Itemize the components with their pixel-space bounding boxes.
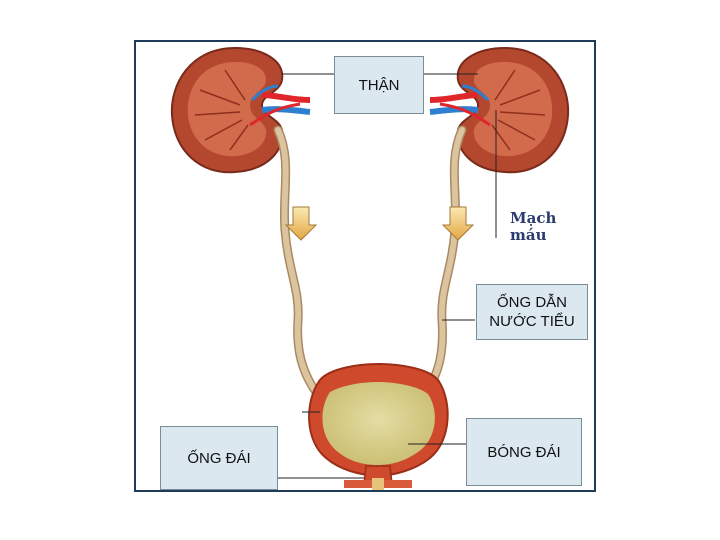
blood-vessel-label-line1: Mạch bbox=[510, 210, 556, 227]
bladder-label-text: BÓNG ĐÁI bbox=[487, 443, 560, 462]
ureter-label-line2: NƯỚC TIỂU bbox=[489, 312, 574, 331]
right-kidney bbox=[430, 48, 568, 172]
blood-vessel-label-line2: máu bbox=[510, 227, 556, 244]
bladder bbox=[309, 364, 448, 490]
kidney-label: THẬN bbox=[334, 56, 424, 114]
down-arrow-icon bbox=[443, 207, 473, 240]
urethra-label-text: ỐNG ĐÁI bbox=[187, 449, 250, 468]
ureter-label: ỐNG DẪN NƯỚC TIỂU bbox=[476, 284, 588, 340]
left-kidney bbox=[172, 48, 310, 172]
ureter-label-line1: ỐNG DẪN bbox=[497, 293, 567, 312]
down-arrow-icon bbox=[286, 207, 316, 240]
bladder-label: BÓNG ĐÁI bbox=[466, 418, 582, 486]
ureters bbox=[278, 130, 462, 392]
kidney-label-text: THẬN bbox=[359, 76, 400, 95]
blood-vessel-label: Mạch máu bbox=[510, 210, 556, 244]
urethra-label: ỐNG ĐÁI bbox=[160, 426, 278, 490]
